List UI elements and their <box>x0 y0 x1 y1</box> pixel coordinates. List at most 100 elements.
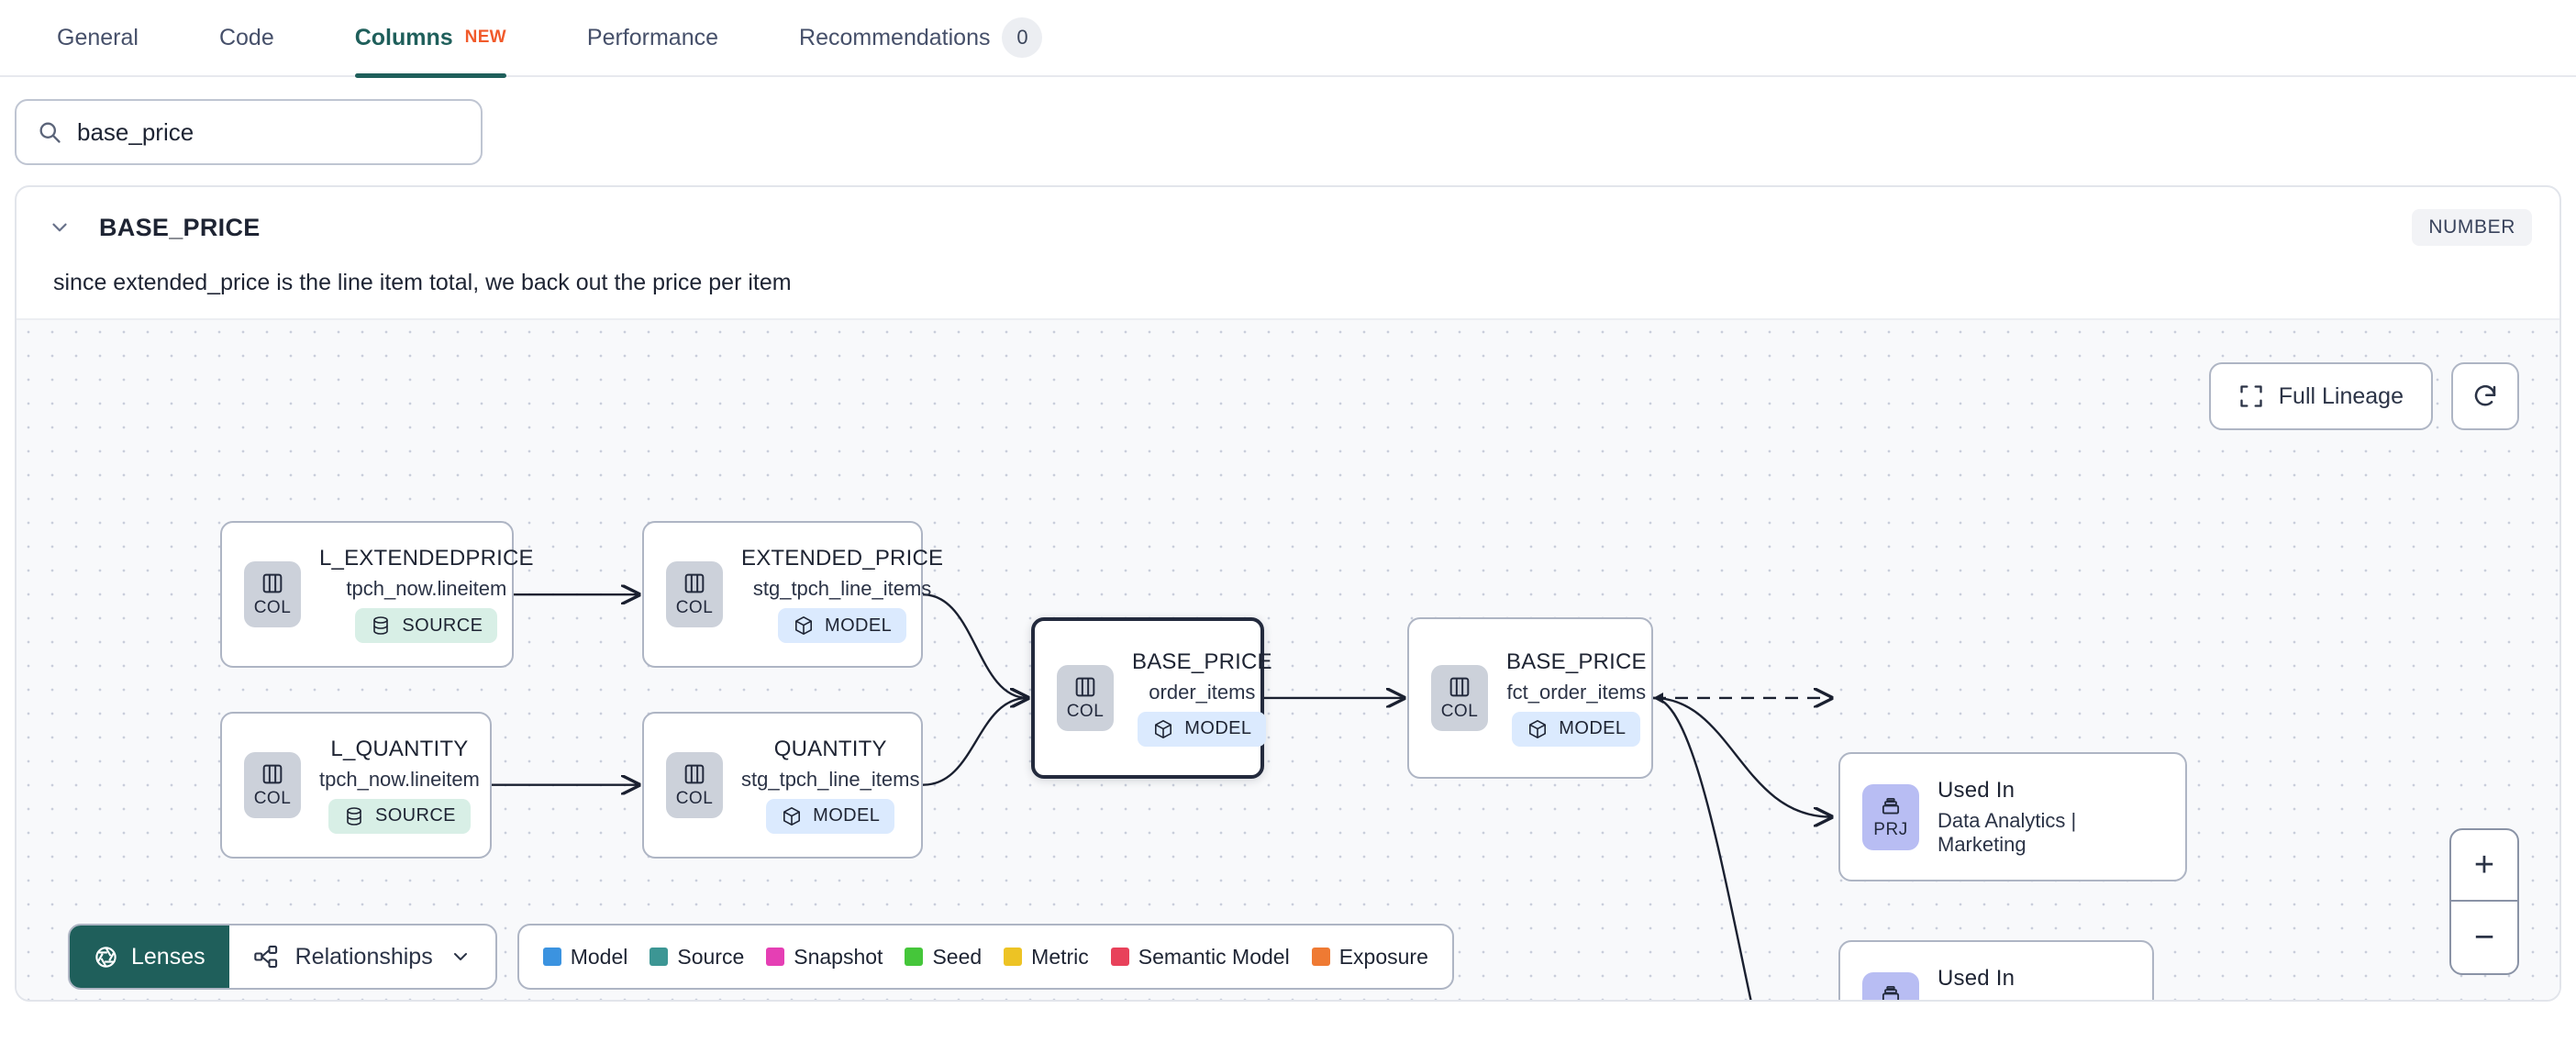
legend-label: Model <box>570 944 628 969</box>
column-type-badge: NUMBER <box>2412 209 2532 246</box>
node-type-pill: MODEL <box>1512 711 1641 747</box>
legend-label: Exposure <box>1338 944 1428 969</box>
column-icon: COL <box>1431 664 1488 731</box>
node-type-label: MODEL <box>1184 718 1252 739</box>
database-icon <box>343 805 365 827</box>
database-icon <box>370 615 392 637</box>
graph-legend: Model Source Snapshot Seed Metric Semantic Mo… <box>516 924 1454 990</box>
refresh-button[interactable] <box>2451 362 2519 430</box>
tab-label: Code <box>218 24 274 50</box>
node-subtitle: tpch_now.lineitem <box>319 767 480 791</box>
tab-code[interactable]: Code <box>219 0 274 76</box>
cube-icon <box>781 805 803 827</box>
legend-label: Snapshot <box>794 944 883 969</box>
column-icon: COL <box>1057 664 1114 731</box>
column-description: since extended_price is the line item to… <box>53 270 792 295</box>
tab-count-badge: 0 <box>1002 17 1043 58</box>
full-lineage-button[interactable]: Full Lineage <box>2208 362 2433 430</box>
lenses-label: Lenses <box>131 943 205 970</box>
node-kind-label: COL <box>1440 701 1479 721</box>
column-name: BASE_PRICE <box>99 213 261 241</box>
node-kind-label: COL <box>675 598 714 618</box>
column-icon: COL <box>666 561 723 628</box>
node-subtitle: Data Analytics | Sales <box>1938 997 2130 1000</box>
legend-swatch <box>1311 948 1330 966</box>
lenses-group: Lenses Relationships <box>68 924 497 990</box>
refresh-icon <box>2471 382 2499 410</box>
search-box[interactable] <box>15 99 483 165</box>
legend-item-metric[interactable]: Metric <box>1004 945 1089 970</box>
relationships-icon <box>253 944 279 970</box>
zoom-in-button[interactable]: + <box>2451 830 2517 902</box>
node-subtitle: order_items <box>1149 680 1256 704</box>
legend-label: Metric <box>1031 944 1089 969</box>
search-area <box>0 77 2576 185</box>
legend-label: Semantic Model <box>1138 944 1290 969</box>
column-icon: COL <box>244 751 301 818</box>
legend-item-seed[interactable]: Seed <box>905 945 982 970</box>
node-type-pill: MODEL <box>766 798 895 834</box>
legend-swatch <box>905 948 924 966</box>
node-type-label: MODEL <box>825 615 893 636</box>
legend-swatch <box>1004 948 1023 966</box>
tab-performance[interactable]: Performance <box>587 0 718 76</box>
legend-label: Seed <box>932 944 983 969</box>
node-subtitle: Data Analytics | Marketing <box>1938 808 2077 856</box>
cube-icon <box>793 615 815 637</box>
tab-label: Columns <box>354 24 453 50</box>
zoom-controls: + − <box>2449 828 2519 975</box>
expand-icon <box>2238 383 2264 409</box>
graph-bottom-toolbar: Lenses Relationships <box>68 924 1454 990</box>
node-type-label: MODEL <box>1559 718 1627 739</box>
node-type-label: SOURCE <box>402 615 483 636</box>
tab-label: Recommendations <box>799 24 991 50</box>
relationships-dropdown[interactable]: Relationships <box>229 926 495 988</box>
column-panel: BASE_PRICE NUMBER since extended_price i… <box>15 185 2561 1002</box>
collapse-chevron-icon[interactable] <box>44 212 75 243</box>
node-name: Used In <box>1938 777 2015 803</box>
search-icon <box>37 119 62 145</box>
tab-general[interactable]: General <box>57 0 139 76</box>
legend-item-snapshot[interactable]: Snapshot <box>766 945 883 970</box>
node-type-label: MODEL <box>813 805 881 826</box>
node-subtitle: stg_tpch_line_items <box>741 767 920 791</box>
node-type-pill: MODEL <box>1138 711 1267 747</box>
aperture-icon <box>94 945 118 970</box>
search-input[interactable] <box>77 117 461 147</box>
full-lineage-label: Full Lineage <box>2278 382 2404 409</box>
lenses-button[interactable]: Lenses <box>70 926 229 988</box>
legend-swatch <box>542 948 561 966</box>
legend-item-exposure[interactable]: Exposure <box>1311 944 1428 970</box>
zoom-out-button[interactable]: − <box>2473 917 2495 957</box>
cube-icon <box>1152 718 1174 740</box>
legend-swatch <box>650 948 669 966</box>
chevron-down-icon <box>450 946 472 968</box>
legend-item-semantic-model[interactable]: Semantic Model <box>1110 944 1290 970</box>
node-kind-label: COL <box>253 598 292 618</box>
node-name: BASE_PRICE <box>1506 648 1647 674</box>
legend-item-source[interactable]: Source <box>650 945 744 970</box>
legend-label: Source <box>677 944 745 969</box>
node-type-pill: SOURCE <box>355 608 498 644</box>
legend-item-model[interactable]: Model <box>542 944 628 970</box>
node-subtitle: tpch_now.lineitem <box>346 577 507 601</box>
node-kind-label: COL <box>253 788 292 808</box>
graph-top-controls: Full Lineage <box>2208 362 2519 430</box>
node-kind-label: COL <box>1066 701 1105 721</box>
cube-icon <box>1527 718 1549 740</box>
node-name: QUANTITY <box>773 736 887 761</box>
tab-recommendations[interactable]: Recommendations 0 <box>799 0 1043 76</box>
tab-label: Performance <box>586 24 719 50</box>
node-name: EXTENDED_PRICE <box>741 546 944 571</box>
